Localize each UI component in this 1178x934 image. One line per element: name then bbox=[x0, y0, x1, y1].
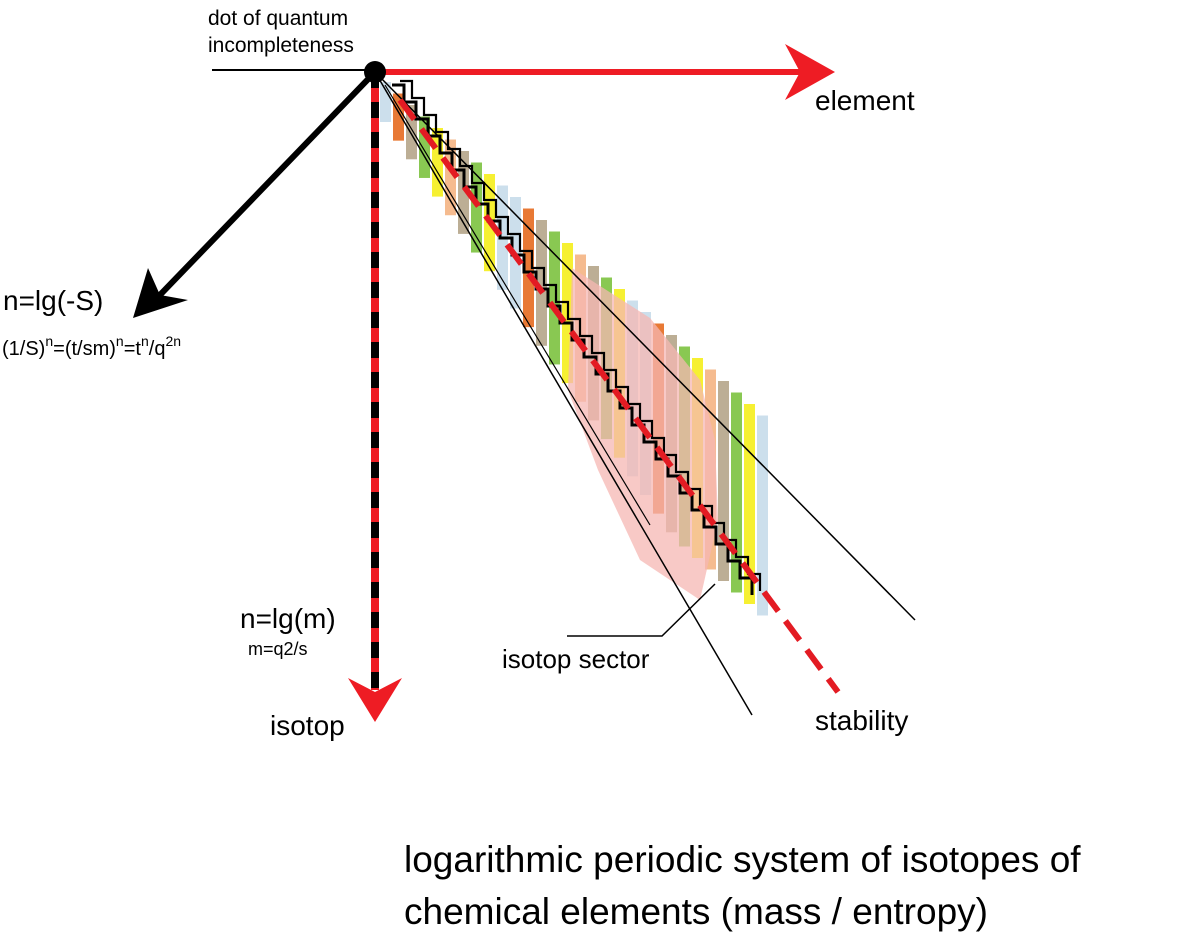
isotope-band-strip bbox=[744, 404, 755, 604]
isotope-band-strip bbox=[380, 82, 391, 122]
isotope-band-strip bbox=[536, 220, 547, 346]
stability-label: stability bbox=[815, 705, 908, 736]
sector-inner-line bbox=[384, 84, 651, 526]
isotope-band-strip bbox=[523, 208, 534, 328]
origin-label-line2: incompleteness bbox=[208, 34, 354, 57]
diagram-title-line2: chemical elements (mass / entropy) bbox=[404, 891, 988, 932]
element-axis-arrowhead bbox=[785, 44, 835, 100]
mass-formula: m=q2/s bbox=[248, 639, 308, 659]
diagram-title-line1: logarithmic periodic system of isotopes … bbox=[404, 839, 1081, 880]
isotope-band-strip bbox=[432, 128, 443, 197]
element-axis-label: element bbox=[815, 85, 915, 116]
isotope-band-strip bbox=[445, 139, 456, 216]
isotope-band-strip bbox=[731, 392, 742, 593]
isotope-band-strip bbox=[757, 415, 768, 616]
mass-axis-label: n=lg(m) bbox=[240, 603, 336, 634]
isotop-axis-label: isotop bbox=[270, 710, 345, 741]
sector-upper-boundary bbox=[374, 71, 916, 621]
entropy-axis-label: n=lg(-S) bbox=[3, 285, 103, 316]
entropy-axis-line bbox=[155, 69, 378, 300]
isotope-band-strip bbox=[393, 93, 404, 141]
isotop-axis-arrowhead bbox=[348, 678, 402, 722]
entropy-formula: (1/S)n=(t/sm)n=tn/q2n bbox=[2, 333, 181, 360]
isotope-band-strip bbox=[458, 151, 469, 234]
isotop-sector-pointer bbox=[567, 583, 716, 637]
isotope-band-strip bbox=[406, 105, 417, 160]
isotop-sector-label: isotop sector bbox=[502, 644, 650, 674]
entropy-axis-arrowhead bbox=[133, 268, 188, 318]
origin-label-line1: dot of quantum bbox=[208, 7, 348, 30]
origin-dot bbox=[364, 61, 386, 83]
sector-lower-boundary bbox=[374, 71, 753, 716]
isotope-band-strip bbox=[549, 231, 560, 365]
isotope-band-strip bbox=[419, 116, 430, 178]
isotope-band-strip bbox=[718, 381, 729, 581]
stability-line bbox=[397, 98, 841, 694]
